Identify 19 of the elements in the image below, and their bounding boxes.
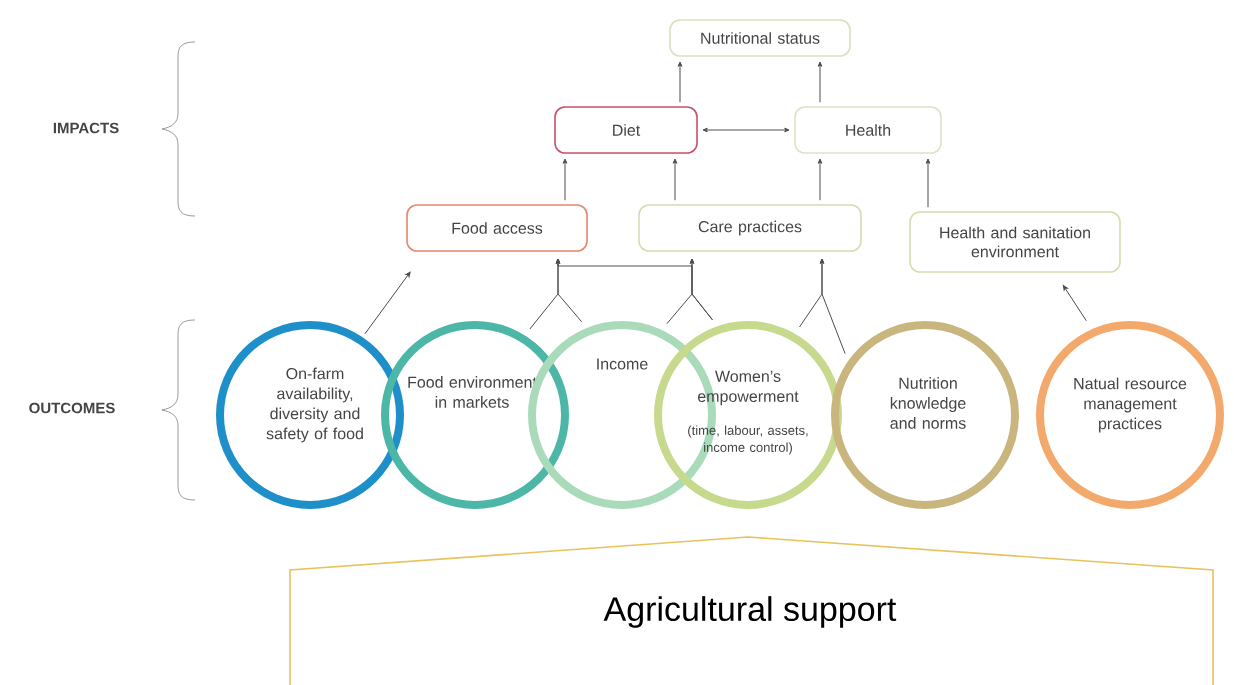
- rounded-box: Diet: [554, 106, 698, 154]
- section-label: OUTCOMES: [29, 402, 115, 414]
- arrow: [562, 158, 568, 201]
- arrow: [677, 61, 683, 103]
- section-label: IMPACTS: [53, 122, 119, 134]
- arrow: [817, 61, 823, 103]
- rounded-box: Health: [794, 106, 942, 154]
- rounded-box: Nutritional status: [669, 19, 851, 57]
- arrow: [925, 158, 931, 208]
- arrow: [819, 258, 846, 355]
- rounded-box: Care practices: [638, 204, 862, 252]
- rounded-box: Health and sanitation environment: [909, 211, 1121, 273]
- arrow: [1062, 285, 1087, 322]
- arrow: [672, 158, 678, 201]
- arrow: [817, 158, 823, 201]
- arrow: [702, 127, 790, 133]
- arrow: [364, 271, 411, 335]
- rounded-box: Food access: [406, 204, 588, 252]
- arrow: [555, 258, 713, 321]
